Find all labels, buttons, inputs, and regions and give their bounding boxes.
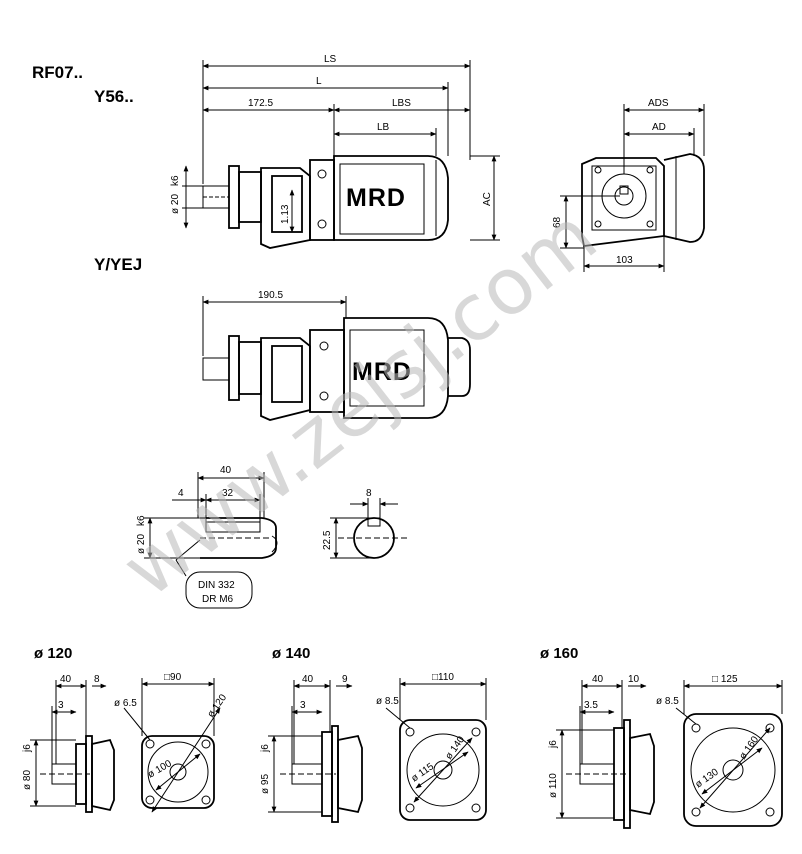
flange-120-square: □90 (164, 672, 182, 683)
flange-160-drawing: ø 160 40 10 3.5 ø 110 j6 □ 125 ø 8.5 ø (540, 645, 783, 829)
flange-140-tol: j6 (260, 744, 271, 753)
flange-160-c: 3.5 (584, 700, 598, 711)
brand-logo-mid: MRD (352, 358, 412, 386)
dim-22-5: 22.5 (322, 530, 333, 550)
dim-shaft-tol: k6 (170, 175, 181, 186)
motor-heading-y56: Y56.. (94, 87, 134, 106)
dim-lbs: LBS (392, 98, 411, 109)
flange-160-hole: ø 8.5 (656, 696, 679, 707)
brand-logo-top: MRD (346, 184, 406, 212)
flange-140-hole: ø 8.5 (376, 696, 399, 707)
flange-140-c: 3 (300, 700, 306, 711)
motor-heading-yyej: Y/YEJ (94, 255, 142, 274)
flange-120-hole: ø 6.5 (114, 698, 137, 709)
flange-120-b: 8 (94, 674, 100, 685)
gearmotor-side-view: ADS AD 68 103 (552, 98, 705, 272)
dim-103: 103 (616, 255, 633, 266)
dim-ac: AC (482, 192, 493, 206)
dim-ads: ADS (648, 98, 669, 109)
flange-120-diag: ø 120 (205, 692, 229, 720)
flange-120-pilot: ø 80 (22, 770, 33, 790)
flange-140-drawing: ø 140 40 9 3 ø 95 j6 □110 ø 8.5 ø 140 (260, 645, 487, 823)
flange-160-tol: j6 (548, 740, 559, 749)
dim-lb: LB (377, 122, 390, 133)
flange-160-a: 40 (592, 674, 604, 685)
din-drm6-label: DR M6 (202, 594, 234, 605)
gearmotor-top-view: MRD LS L 172.5 LBS LB AC ø 20 k6 1 (170, 54, 500, 249)
flange-140-diag: ø 140 (443, 734, 467, 762)
flange-140-title: ø 140 (272, 645, 310, 662)
flange-120-title: ø 120 (34, 645, 72, 662)
flange-160-square: □ 125 (712, 674, 738, 685)
gearmotor-yyej-view: MRD 190.5 (202, 290, 471, 421)
dim-32: 32 (222, 488, 234, 499)
flange-160-title: ø 160 (540, 645, 578, 662)
flange-120-tol: j6 (22, 744, 33, 753)
flange-160-bc: ø 130 (693, 767, 721, 791)
shaft-end-detail: 40 4 32 ø 20 k6 DIN 332 DR M6 8 22.5 (136, 465, 408, 609)
dim-dia-20-tol: k6 (136, 515, 147, 526)
flange-160-b: 10 (628, 674, 640, 685)
flange-140-bc: ø 115 (409, 761, 436, 785)
dim-l: L (316, 76, 322, 87)
dim-ad: AD (652, 122, 666, 133)
flange-120-drawing: ø 120 40 8 3 ø 80 j6 □90 ø 6.5 ø (22, 645, 229, 813)
dim-190-5: 190.5 (258, 290, 283, 301)
dim-ls: LS (324, 54, 337, 65)
dim-dia-20: ø 20 (136, 534, 147, 554)
dim-40: 40 (220, 465, 232, 476)
din-332-label: DIN 332 (198, 580, 235, 591)
dim-172-5: 172.5 (248, 98, 273, 109)
flange-160-pilot: ø 110 (548, 773, 559, 798)
dim-68: 68 (552, 216, 563, 228)
dim-1-13: 1.13 (280, 204, 291, 224)
model-heading: RF07.. (32, 63, 83, 82)
dim-shaft-dia: ø 20 (170, 194, 181, 214)
dim-key-8: 8 (366, 488, 372, 499)
flange-140-b: 9 (342, 674, 348, 685)
flange-120-c: 3 (58, 700, 64, 711)
flange-140-pilot: ø 95 (260, 774, 271, 794)
flange-140-square: □110 (432, 672, 454, 683)
dim-4: 4 (178, 488, 184, 499)
flange-120-a: 40 (60, 674, 72, 685)
flange-140-a: 40 (302, 674, 314, 685)
